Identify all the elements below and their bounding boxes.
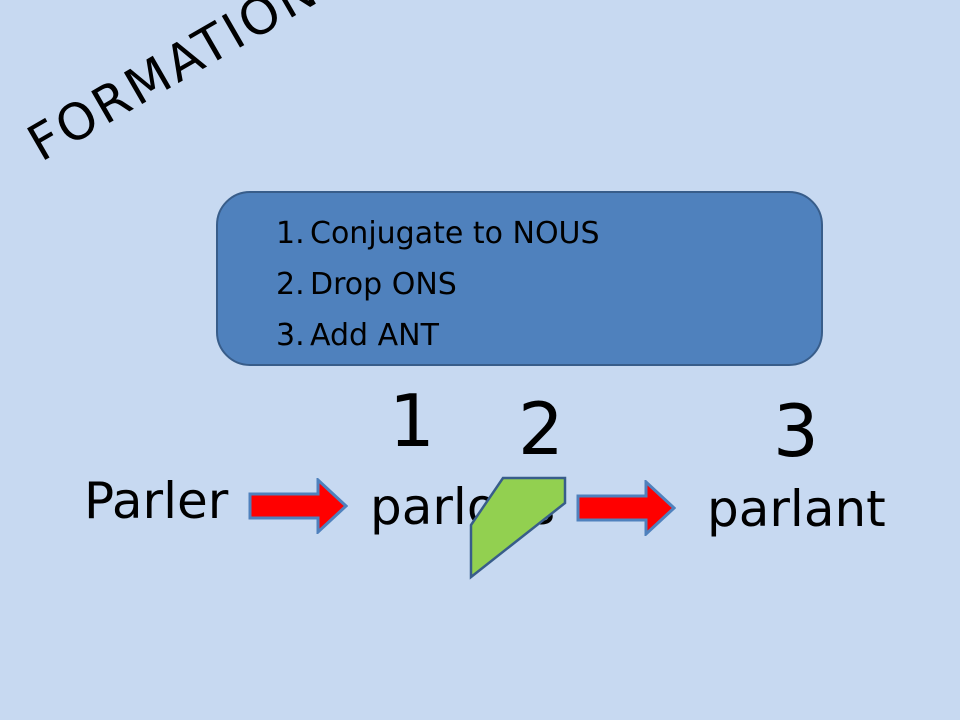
step-marker-3: 3 [773,389,819,473]
step-text: Add ANT [310,318,439,353]
word-participle: parlant [707,480,886,538]
steps-box: 1. Conjugate to NOUS 2. Drop ONS 3. Add … [216,191,823,366]
steps-list: 1. Conjugate to NOUS 2. Drop ONS 3. Add … [276,208,600,361]
step-text: Drop ONS [310,267,457,302]
slash-shape [469,476,567,580]
step-item-1: 1. Conjugate to NOUS [276,208,600,259]
right-arrow-icon [248,478,348,534]
right-arrow-shape [248,478,348,534]
step-marker-2: 2 [518,387,564,471]
right-arrow-shape [576,480,676,536]
step-item-3: 3. Add ANT [276,310,600,361]
step-number: 2. [276,267,305,302]
step-marker-1: 1 [389,379,435,463]
slide-title: FORMATION [18,0,329,173]
step-text: Conjugate to NOUS [310,216,600,251]
word-infinitive: Parler [84,472,229,530]
right-arrow-icon [576,480,676,536]
step-number: 3. [276,318,305,353]
step-item-2: 2. Drop ONS [276,259,600,310]
slash-parallelogram [469,476,567,580]
step-number: 1. [276,216,305,251]
